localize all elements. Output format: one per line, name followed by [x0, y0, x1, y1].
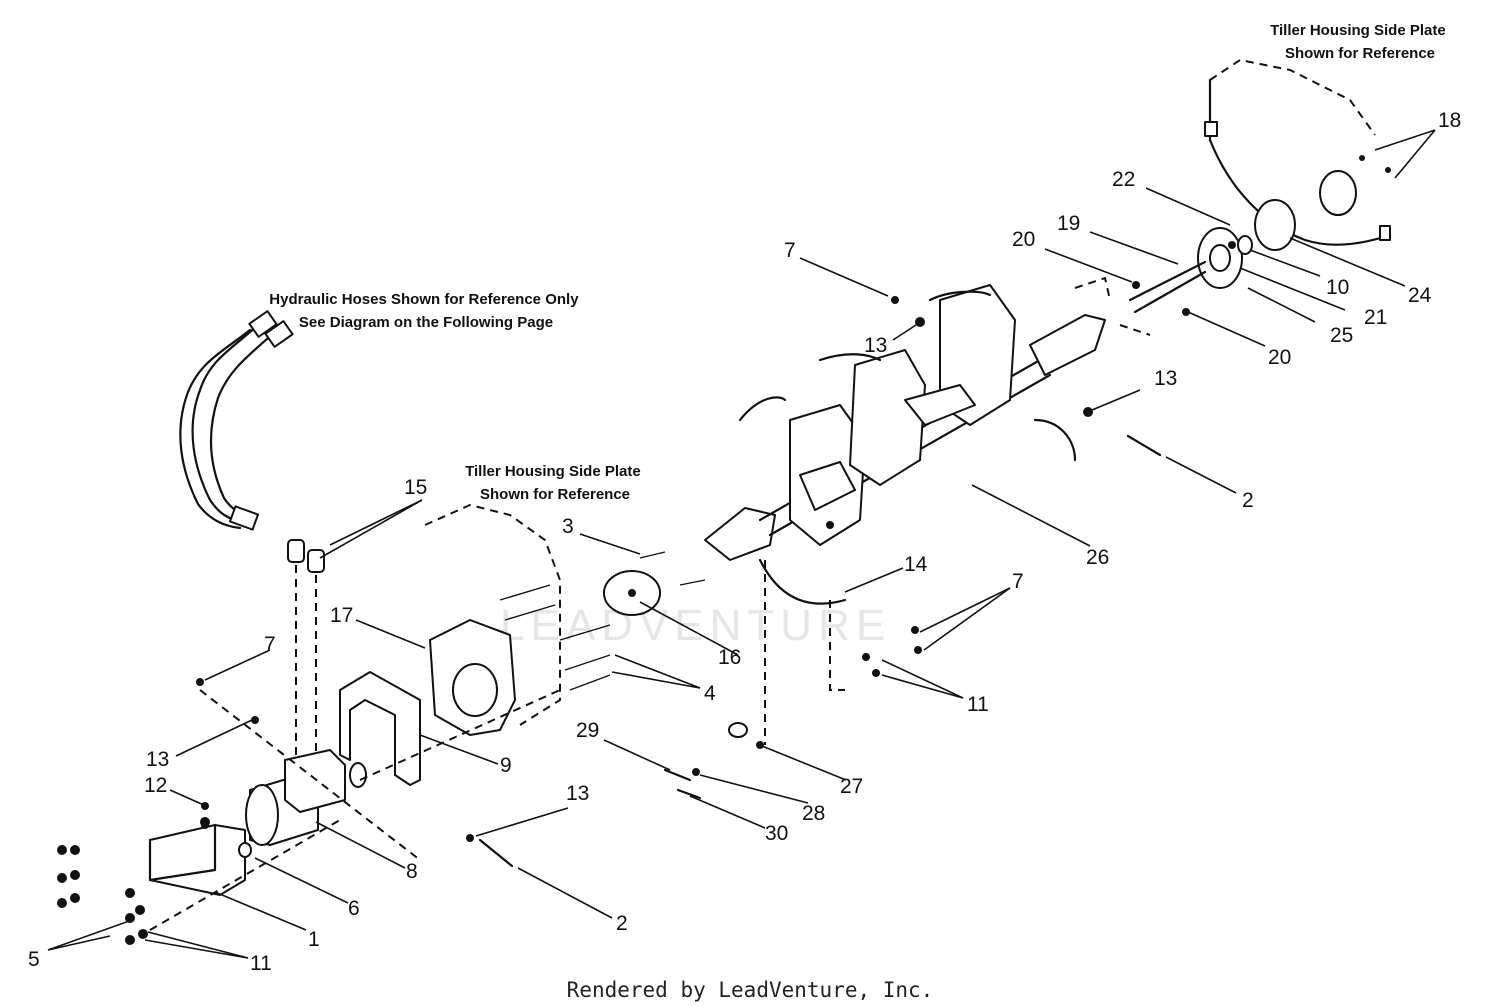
callout-16: 16 — [718, 646, 741, 669]
callout-18: 18 — [1438, 109, 1461, 132]
watermark: LEADVENTURE — [500, 601, 891, 650]
callout-21: 21 — [1364, 306, 1387, 329]
footer-credit: Rendered by LeadVenture, Inc. — [567, 978, 934, 1002]
callout-19: 19 — [1057, 212, 1080, 235]
callout-28: 28 — [802, 802, 825, 825]
center-side-plate — [424, 503, 706, 736]
callout-29: 29 — [576, 719, 599, 742]
right-hub-assembly — [1074, 58, 1392, 336]
callouts: 7 20 19 22 18 10 24 21 25 20 13 13 2 15 … — [28, 109, 1461, 975]
callout-11: 11 — [967, 693, 989, 716]
hydraulic-hoses — [179, 310, 294, 531]
callout-3: 3 — [562, 515, 574, 538]
callout-11: 11 — [250, 952, 272, 975]
callout-5: 5 — [28, 948, 40, 971]
motor-assembly — [148, 678, 474, 896]
callout-7: 7 — [1012, 570, 1024, 593]
callout-30: 30 — [765, 822, 788, 845]
note-line: Tiller Housing Side Plate — [465, 463, 641, 480]
note-hydraulic-hoses: Hydraulic Hoses Shown for Reference Only… — [269, 291, 582, 331]
callout-27: 27 — [840, 775, 863, 798]
callout-4: 4 — [704, 682, 716, 705]
callout-22: 22 — [1112, 168, 1135, 191]
callout-25: 25 — [1330, 324, 1353, 347]
parts-drawing — [57, 58, 1392, 945]
hardware — [57, 296, 1162, 945]
callout-12: 12 — [144, 774, 167, 797]
bracket — [339, 671, 421, 786]
callout-2: 2 — [1242, 489, 1254, 512]
callout-13: 13 — [146, 748, 169, 771]
fittings — [287, 539, 325, 760]
callout-20: 20 — [1268, 346, 1291, 369]
note-side-plate-center: Tiller Housing Side Plate Shown for Refe… — [465, 463, 645, 503]
callout-13: 13 — [864, 334, 887, 357]
note-side-plate-right: Tiller Housing Side Plate Shown for Refe… — [1270, 22, 1450, 62]
note-line: Shown for Reference — [480, 486, 630, 503]
callout-13: 13 — [1154, 367, 1177, 390]
callout-20: 20 — [1012, 228, 1035, 251]
callout-14: 14 — [904, 553, 928, 576]
callout-13: 13 — [566, 782, 589, 805]
callout-8: 8 — [406, 860, 418, 883]
callout-1: 1 — [308, 928, 320, 951]
callout-15: 15 — [404, 476, 427, 499]
note-line: See Diagram on the Following Page — [299, 314, 553, 331]
callout-10: 10 — [1326, 276, 1349, 299]
leader-lines — [47, 129, 1436, 959]
callout-7: 7 — [784, 239, 796, 262]
callout-2: 2 — [616, 912, 628, 935]
callout-7: 7 — [264, 633, 276, 656]
callout-6: 6 — [348, 897, 360, 920]
note-line: Tiller Housing Side Plate — [1270, 22, 1446, 39]
callout-17: 17 — [330, 604, 353, 627]
callout-9: 9 — [500, 754, 512, 777]
tine-assembly — [704, 284, 1106, 605]
note-line: Hydraulic Hoses Shown for Reference Only — [269, 291, 579, 308]
note-line: Shown for Reference — [1285, 45, 1435, 62]
callout-26: 26 — [1086, 546, 1109, 569]
callout-24: 24 — [1408, 284, 1432, 307]
